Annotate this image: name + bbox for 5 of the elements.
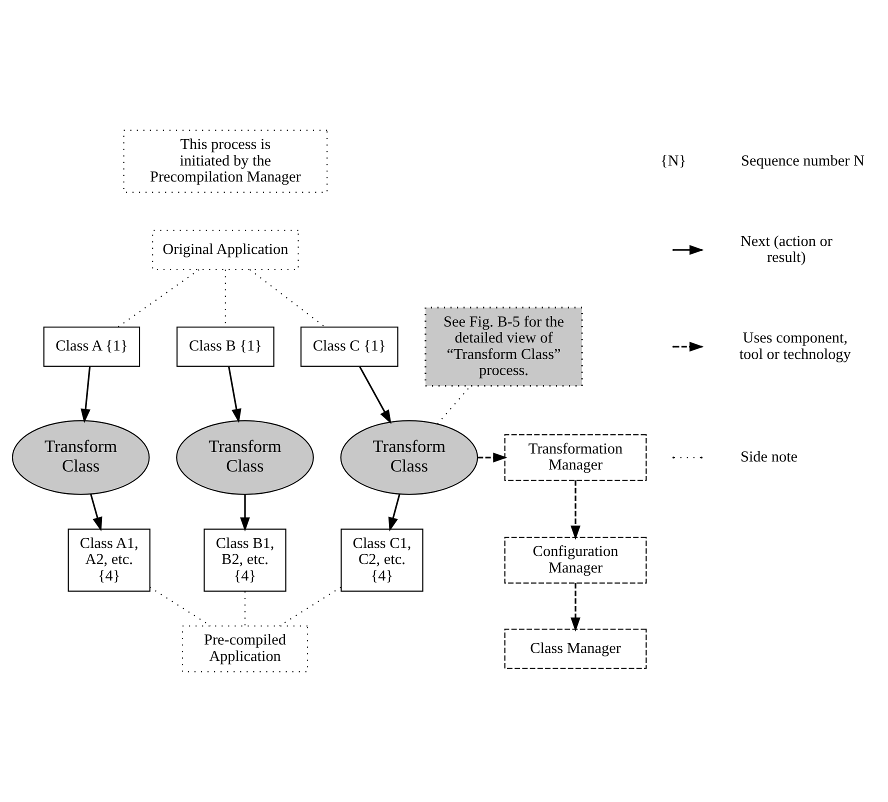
legend-label: Next (action or result) xyxy=(740,232,832,266)
legend-label: Side note xyxy=(740,448,798,466)
label: {N} xyxy=(660,152,686,170)
legend-label: Uses component, tool or technology xyxy=(739,330,851,363)
legend-label: Sequence number N xyxy=(741,152,864,170)
